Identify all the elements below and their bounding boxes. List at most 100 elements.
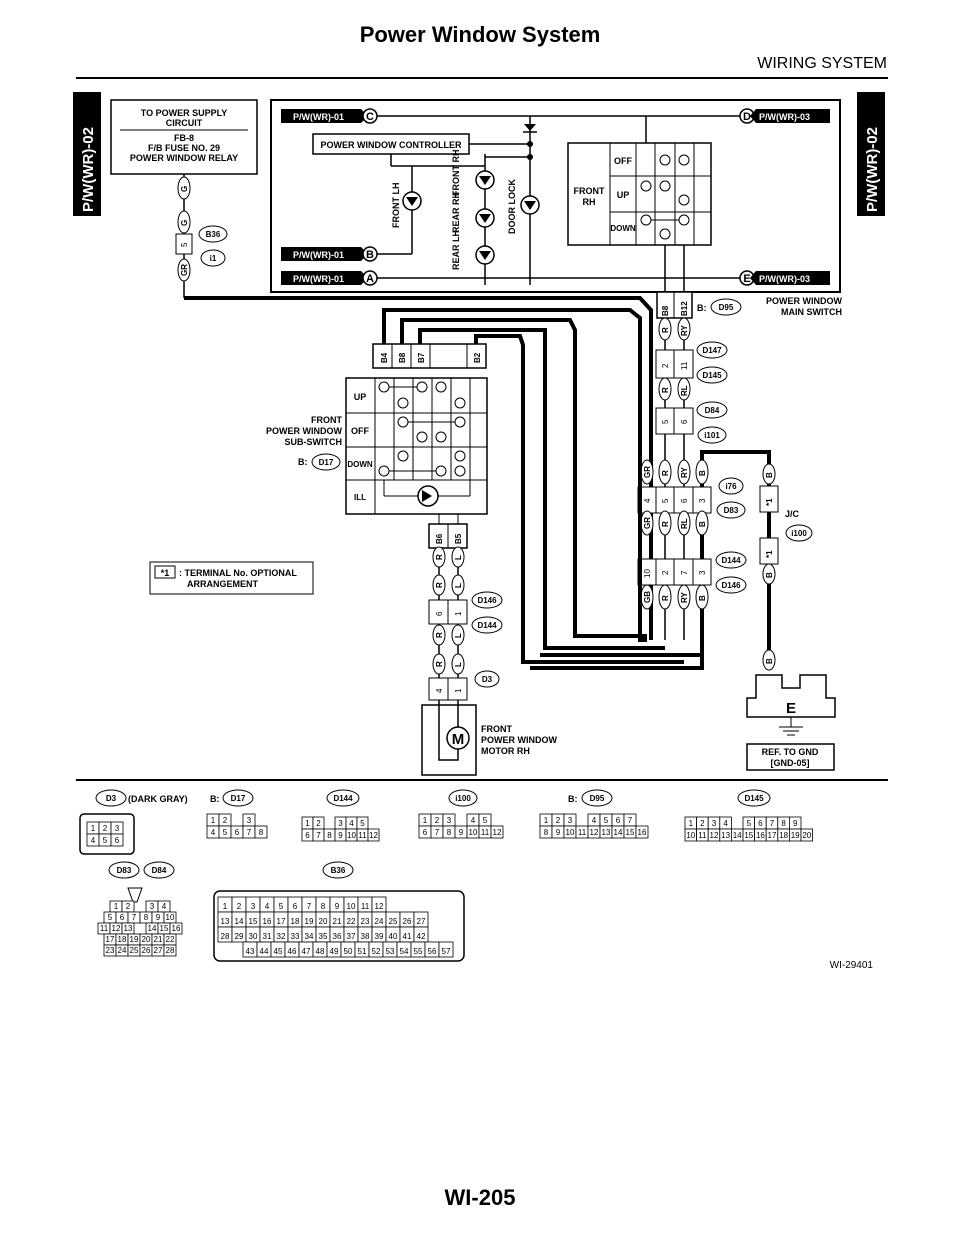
i100-pin-number: 6	[423, 828, 428, 837]
ground-ref-2: [GND-05]	[770, 758, 809, 768]
connector-d144-label: D144	[477, 621, 497, 630]
wire-color-g-2: G	[180, 220, 189, 226]
rh-row-4-colors: GR R RL B	[640, 510, 709, 536]
d17-view-label: D17	[231, 794, 246, 803]
d145-pin-number: 12	[710, 831, 719, 840]
wire-color-gr: GR	[180, 264, 189, 276]
sub-pin-b2: B2	[473, 352, 482, 363]
d145-pin-number: 14	[733, 831, 742, 840]
b36-view-label: B36	[331, 866, 346, 875]
b36-pin-number: 26	[403, 917, 412, 926]
d83-view-label: D83	[117, 866, 132, 875]
b36-pin-number: 45	[274, 947, 283, 956]
d95-view-label: D95	[590, 794, 605, 803]
b36-pin-number: 38	[361, 932, 370, 941]
main-switch-name-1: POWER WINDOW	[766, 296, 842, 306]
b36-pin-number: 12	[375, 902, 384, 911]
b36-pin-number: 9	[335, 902, 340, 911]
d83-pin-number: 25	[130, 946, 139, 955]
b36-pin-number: 27	[417, 917, 426, 926]
d3-pin-number: 4	[91, 836, 96, 845]
b36-pin-number: 43	[246, 947, 255, 956]
b36-pin-number: 57	[442, 947, 451, 956]
power-supply-box: TO POWER SUPPLY CIRCUIT FB-8 F/B FUSE NO…	[110, 99, 258, 175]
page-number: WI-205	[444, 1185, 516, 1210]
d3-pin-number: 3	[115, 824, 120, 833]
d83-pin-number: 4	[162, 902, 167, 911]
d95-pin-number: 3	[568, 816, 573, 825]
d145-pin-number: 3	[712, 819, 717, 828]
ground-ref-1: REF. TO GND	[762, 747, 819, 757]
section-title: WIRING SYSTEM	[757, 55, 887, 72]
d83-pin-number: 10	[166, 913, 175, 922]
d145-pin-number: 1	[689, 819, 694, 828]
sub-switch-name-1: FRONT	[311, 415, 342, 425]
main-pin-b12: B12	[680, 301, 689, 316]
b36-pin-number: 2	[237, 902, 242, 911]
d83-pin-number: 19	[130, 935, 139, 944]
b36-pin-number: 1	[223, 902, 228, 911]
supply-line-3: FB-8	[174, 133, 194, 143]
rh-color-3c: RY	[680, 467, 689, 478]
b36-pin-number: 6	[293, 902, 298, 911]
b36-pin-number: 35	[319, 932, 328, 941]
connector-d145-label: D145	[702, 371, 722, 380]
jc-star-2: *1	[765, 550, 774, 558]
rh-row-3-colors: GR R RY B	[640, 459, 709, 485]
connector-d146-label: D146	[477, 596, 497, 605]
motor-symbol: M	[452, 731, 465, 748]
d83-pin-number: 21	[154, 935, 163, 944]
d83-pin-number: 23	[106, 946, 115, 955]
main-switch-down: DOWN	[610, 224, 636, 233]
b36-pin-number: 18	[291, 917, 300, 926]
rear-rh-label: REAR RH	[451, 192, 461, 233]
d84-view-label: D84	[152, 866, 167, 875]
d144-pin-number: 12	[369, 831, 378, 840]
d95-pin-cell	[635, 825, 649, 839]
b36-pin-number: 10	[347, 902, 356, 911]
mh-color-3b: L	[454, 633, 463, 638]
connector-d95-label: D95	[719, 303, 734, 312]
connector-i101-label: i101	[704, 431, 720, 440]
d95-pin-number: 15	[626, 828, 635, 837]
i76-pin-d: 3	[698, 498, 707, 503]
d145-pin-number: 11	[698, 831, 707, 840]
b36-pin-number: 7	[307, 902, 312, 911]
front-lh-label: FRONT LH	[391, 183, 401, 229]
main-switch-connector: B8 B12 B: D95 POWER WINDOW MAIN SWITCH	[656, 291, 842, 319]
d146-pin-b: 1	[454, 611, 463, 616]
d144-pin-cell	[367, 828, 380, 842]
motor-harness: R L R L 6 1 D146 D144 R L R L 4	[428, 546, 503, 705]
rh-color-4a: GR	[643, 517, 652, 529]
i100-view-label: i100	[455, 794, 471, 803]
supply-line-5: POWER WINDOW RELAY	[130, 153, 238, 163]
d95-view-prefix: B:	[568, 794, 578, 804]
terminal-note: *1 : TERMINAL No. OPTIONAL ARRANGEMENT	[149, 561, 314, 595]
main-switch-name-2: MAIN SWITCH	[781, 307, 842, 317]
mh-color-4a: R	[435, 661, 444, 667]
sub-pin-b7: B7	[417, 352, 426, 363]
figure-id: WI-29401	[830, 960, 874, 971]
b36-pin-number: 20	[319, 917, 328, 926]
front-rh-switch-grid: FRONT RH OFF UP DOWN	[567, 116, 712, 298]
mh-color-2a: R	[435, 582, 444, 588]
i100-pin-number: 7	[435, 828, 440, 837]
front-sub-switch: B4 B8 B7 B2 UP OFF DOWN ILL	[266, 343, 488, 549]
sub-switch-name-2: POWER WINDOW	[266, 426, 342, 436]
door-lock-label: DOOR LOCK	[507, 179, 517, 234]
d83-pin-number: 9	[156, 913, 161, 922]
d17-view-prefix: B:	[210, 794, 220, 804]
b36-pin-number: 32	[277, 932, 286, 941]
d145-pin-number: 8	[781, 819, 786, 828]
jc-label: J/C	[785, 509, 800, 519]
mh-color-1a: R	[435, 554, 444, 560]
b36-pin-number: 50	[344, 947, 353, 956]
sub-switch-up: UP	[354, 392, 367, 402]
page-title: Power Window System	[359, 22, 601, 47]
d95-pin-number: 13	[602, 828, 611, 837]
rh-color-4b: R	[661, 521, 670, 527]
sub-pin-b5: B5	[454, 533, 463, 544]
d17-pin-number: 1	[211, 816, 216, 825]
